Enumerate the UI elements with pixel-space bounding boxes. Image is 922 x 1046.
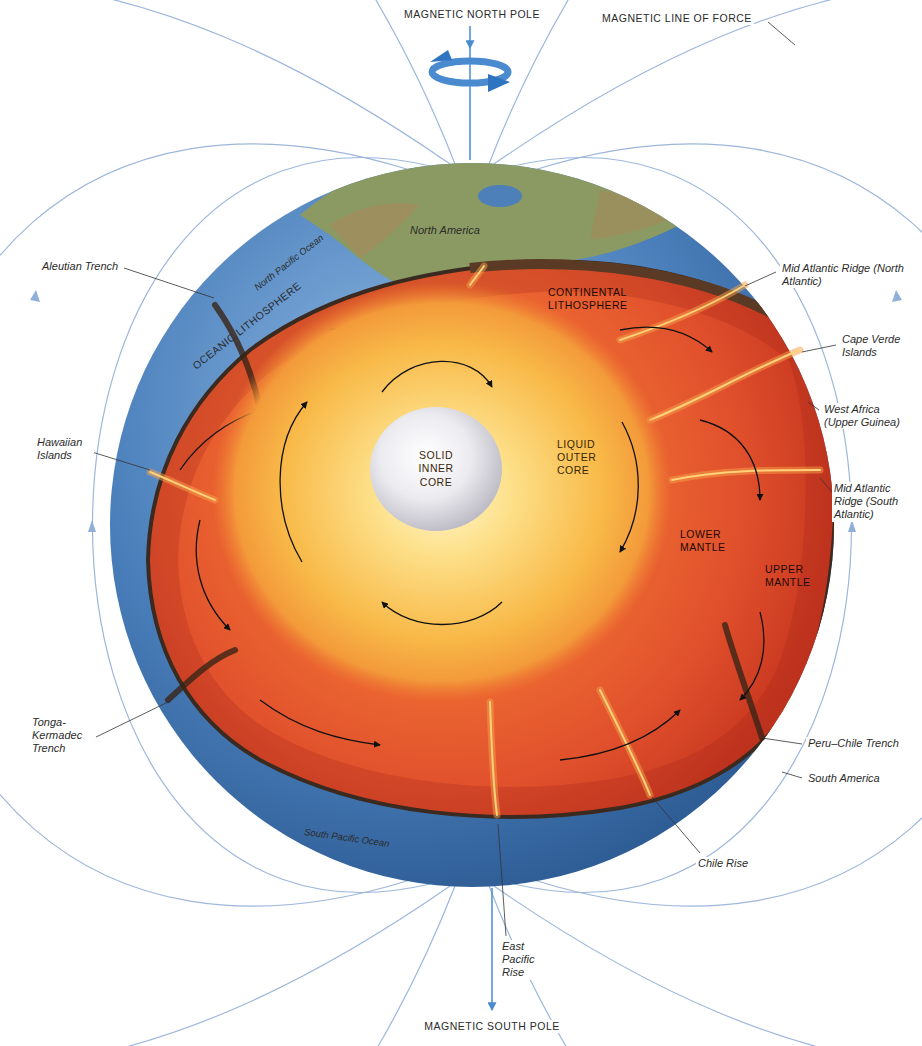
- region-label: SOLID INNER CORE: [407, 449, 465, 488]
- continent-label: South America: [806, 772, 882, 785]
- outer-core-fill: [212, 282, 672, 702]
- mantle-cut: [148, 262, 836, 817]
- mantle-cut: [148, 262, 836, 817]
- leader-lines: [124, 268, 214, 298]
- mantle-plumes: [150, 266, 820, 815]
- feature-label: Mid Atlantic Ridge (North Atlantic): [780, 262, 909, 288]
- layer-label: CONTINENTAL LITHOSPHERE: [548, 286, 648, 311]
- pole-axis: [469, 48, 471, 160]
- feature-label: Cape Verde Islands: [840, 333, 910, 359]
- leader-lines: [762, 738, 802, 744]
- leader-lines: [802, 345, 836, 352]
- mantle-plumes: [650, 350, 800, 420]
- mantle-plumes: [600, 690, 650, 795]
- mantle-cut: [148, 262, 836, 817]
- mantle-plumes: [620, 285, 745, 340]
- outer-core-region: LIQUID OUTER CORE SOLID INNER CORE: [212, 282, 672, 702]
- core-flow-arrow: [620, 422, 638, 552]
- feature-label: Peru–Chile Trench: [806, 737, 901, 750]
- feature-label: Hawaiian Islands: [35, 436, 94, 462]
- rotation-arrow: [430, 50, 510, 92]
- rotation-arrow: [430, 50, 452, 62]
- core-flow-arrow: [382, 361, 492, 392]
- field-arrows: [88, 520, 96, 532]
- leader-lines: [92, 452, 150, 470]
- land: [640, 168, 700, 193]
- mantle-plumes: [470, 266, 484, 285]
- field-lines: [494, 0, 922, 164]
- land: [478, 185, 522, 207]
- subducting-slabs: [168, 650, 235, 700]
- mantle-plumes: [150, 266, 820, 815]
- region-text-group: LIQUID OUTER CORE: [557, 438, 617, 477]
- mantle-flow-arrows: [260, 700, 380, 745]
- feature-label: East Pacific Rise: [500, 940, 554, 980]
- core-flow-arrow: [280, 402, 307, 562]
- leader-lines: [652, 797, 700, 853]
- region-label: LIQUID OUTER CORE: [557, 438, 617, 477]
- rotation-arrow: [488, 74, 510, 92]
- mantle-plumes: [672, 470, 820, 480]
- field-arrows: [30, 290, 40, 302]
- feature-label: Mid Atlantic Ridge (South Atlantic): [832, 482, 916, 522]
- core-flow-arrow: [382, 602, 502, 625]
- leader-lines: [808, 402, 819, 410]
- field-lines: [489, 0, 574, 164]
- mantle-cut: [148, 262, 836, 817]
- leader-lines: [782, 772, 802, 778]
- leader-lines: [498, 824, 506, 936]
- layer-label: LOWER MANTLE: [680, 528, 742, 553]
- mantle-flow-arrows: [620, 327, 712, 352]
- leader-lines: [820, 478, 832, 492]
- region-text-group: SOLID INNER CORE: [407, 449, 465, 488]
- mantle-plumes: [470, 266, 484, 285]
- field-arrows: [892, 290, 902, 302]
- continent-label: North America: [410, 224, 480, 237]
- mantle-plumes: [150, 266, 820, 815]
- mantle-plumes: [650, 350, 800, 420]
- mantle-flow-arrows: [700, 420, 760, 500]
- land: [590, 190, 680, 240]
- mantle-plumes: [490, 702, 497, 815]
- field-lines: [0, 886, 450, 1046]
- layer-label: UPPER MANTLE: [765, 563, 823, 588]
- inner-core-fill: [370, 407, 502, 531]
- leader-lines: [94, 702, 168, 738]
- mantle-flow-arrows: [740, 612, 764, 700]
- mantle-cut: [148, 262, 836, 817]
- land: [330, 203, 420, 258]
- mantle-plumes: [150, 472, 215, 500]
- pole-axis: [469, 26, 471, 48]
- leader-lines: [92, 22, 836, 936]
- pole-axis: [491, 888, 493, 1010]
- mantle-plumes: [490, 702, 497, 815]
- feature-label: West Africa (Upper Guinea): [822, 403, 914, 429]
- mantle-flow-arrows: [560, 710, 680, 760]
- inner-core-sphere: SOLID INNER CORE: [370, 407, 502, 531]
- feature-label: Tonga-Kermadec Trench: [30, 716, 96, 756]
- leader-lines: [745, 272, 776, 286]
- mantle-plumes: [600, 690, 650, 795]
- field-arrows: [848, 520, 856, 532]
- leader-lines: [768, 22, 795, 45]
- feature-label: Chile Rise: [696, 857, 750, 870]
- pole-label: MAGNETIC NORTH POLE: [390, 8, 554, 21]
- field-lines: [0, 0, 450, 164]
- pole-label: MAGNETIC SOUTH POLE: [410, 1020, 574, 1033]
- field-line-label: MAGNETIC LINE OF FORCE: [600, 12, 754, 25]
- feature-label: Aleutian Trench: [40, 260, 120, 273]
- mantle-plumes: [672, 470, 820, 480]
- mantle-plumes: [150, 472, 215, 500]
- mantle-plumes: [620, 285, 745, 340]
- subducting-slabs: [725, 625, 762, 738]
